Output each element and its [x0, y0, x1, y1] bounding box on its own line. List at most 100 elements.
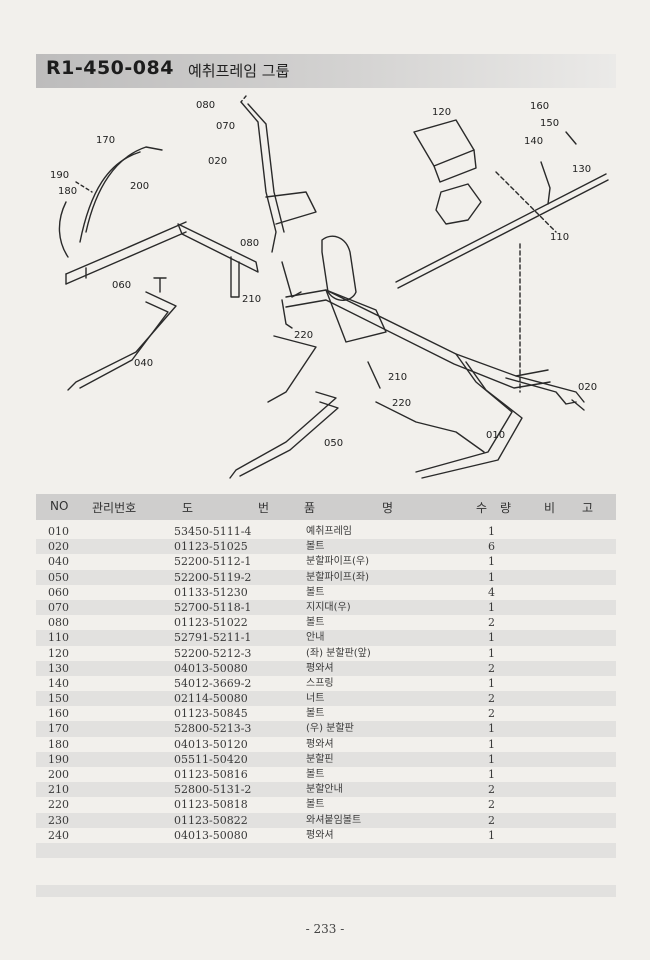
row-quantity: 1: [488, 768, 495, 781]
row-no: 140: [48, 676, 69, 690]
callout-label: 080: [240, 238, 259, 249]
row-quantity: 2: [488, 661, 495, 675]
frame-drawing: 080 070 170 020 190 180 200 120 160 150 …: [50, 95, 609, 479]
callout-label: 220: [294, 330, 313, 341]
row-part-number: 05511-50420: [174, 752, 248, 766]
row-part-number: 01123-50822: [174, 813, 248, 827]
row-no: 020: [48, 540, 69, 554]
row-quantity: 1: [488, 525, 495, 538]
table-row: 130 04013-50080 평와셔 2: [36, 660, 616, 676]
row-quantity: 1: [488, 631, 495, 645]
header-bar: [36, 54, 616, 88]
row-quantity: 2: [488, 616, 495, 630]
row-quantity: 2: [488, 692, 495, 706]
row-part-number: 01133-51230: [174, 585, 248, 599]
row-part-number: 52791-5211-1: [174, 631, 252, 645]
row-no: 180: [48, 737, 69, 751]
row-part-name: 평와셔: [306, 738, 334, 750]
callout-label: 220: [392, 398, 411, 409]
header-no: NO: [50, 499, 69, 513]
header-part-name-1: 품: [304, 501, 316, 515]
row-part-name: 볼트: [306, 799, 325, 811]
row-part-number: 54012-3669-2: [174, 676, 252, 690]
callout-label: 200: [130, 181, 149, 192]
callout-label: 040: [134, 358, 153, 369]
row-part-number: 52200-5112-1: [174, 555, 252, 569]
row-no: 080: [48, 616, 69, 630]
row-no: 240: [48, 828, 69, 842]
row-part-name: (우) 분할판: [306, 723, 354, 735]
table-row: 070 52700-5118-1 지지대(우) 1: [36, 599, 616, 616]
row-no: 130: [48, 661, 69, 675]
row-quantity: 2: [488, 707, 495, 721]
row-part-number: 04013-50080: [174, 661, 248, 675]
callout-label: 160: [530, 101, 549, 112]
callout-label: 070: [216, 121, 235, 132]
row-part-number: 04013-50080: [174, 828, 248, 842]
row-part-name: (좌) 분할판(앞): [306, 647, 371, 659]
callout-label: 020: [578, 382, 597, 393]
row-part-name: 분할핀: [306, 753, 334, 765]
row-no: 040: [48, 555, 69, 569]
callout-label: 180: [58, 186, 77, 197]
callout-label: 130: [572, 164, 591, 175]
row-part-name: 예취프레임: [306, 526, 352, 537]
row-part-name: 분할파이프(좌): [306, 571, 370, 583]
row-part-number: 04013-50120: [174, 737, 248, 751]
row-no: 010: [48, 525, 69, 538]
row-part-number: 01123-50845: [174, 707, 248, 721]
callout-label: 020: [208, 156, 227, 167]
table-row: 180 04013-50120 평와셔 1: [36, 737, 616, 752]
row-quantity: 1: [488, 555, 495, 569]
row-part-name: 분할안내: [306, 784, 343, 796]
row-quantity: 1: [488, 737, 495, 751]
row-no: 210: [48, 783, 69, 797]
table-bottom-band: [36, 885, 616, 897]
row-part-number: 52800-5131-2: [174, 783, 252, 797]
row-part-name: 너트: [306, 693, 325, 705]
row-part-name: 평와셔: [306, 662, 334, 674]
row-no: 060: [48, 585, 69, 599]
row-part-number: 52700-5118-1: [174, 600, 252, 614]
callout-label: 110: [550, 232, 569, 243]
callout-label: 120: [432, 107, 451, 118]
header-part-name-2: 명: [382, 501, 394, 515]
row-quantity: 1: [488, 600, 495, 614]
callout-label: 190: [50, 170, 69, 181]
row-no: 070: [48, 600, 69, 614]
callout-label: 170: [96, 135, 115, 146]
callout-label: 210: [388, 372, 407, 383]
callout-label: 210: [242, 294, 261, 305]
header-quantity-2: 량: [500, 501, 512, 515]
row-quantity: 2: [488, 798, 495, 812]
row-no: 230: [48, 813, 69, 827]
row-part-number: 52200-5119-2: [174, 570, 252, 584]
row-no: 160: [48, 707, 69, 721]
row-quantity: 1: [488, 722, 495, 736]
row-part-name: 볼트: [306, 541, 325, 553]
callout-label: 080: [196, 100, 215, 111]
row-part-name: 지지대(우): [306, 601, 351, 613]
row-part-name: 분할파이프(우): [306, 556, 370, 568]
header-part-number-1: 도: [182, 501, 194, 515]
row-part-name: 볼트: [306, 769, 325, 780]
row-quantity: 1: [488, 646, 495, 660]
row-part-number: 52800-5213-3: [174, 722, 252, 736]
row-part-name: 와셔붙임볼트: [306, 814, 362, 826]
row-part-name: 안내: [306, 632, 325, 644]
callout-label: 150: [540, 118, 559, 129]
callout-label: 050: [324, 438, 343, 449]
